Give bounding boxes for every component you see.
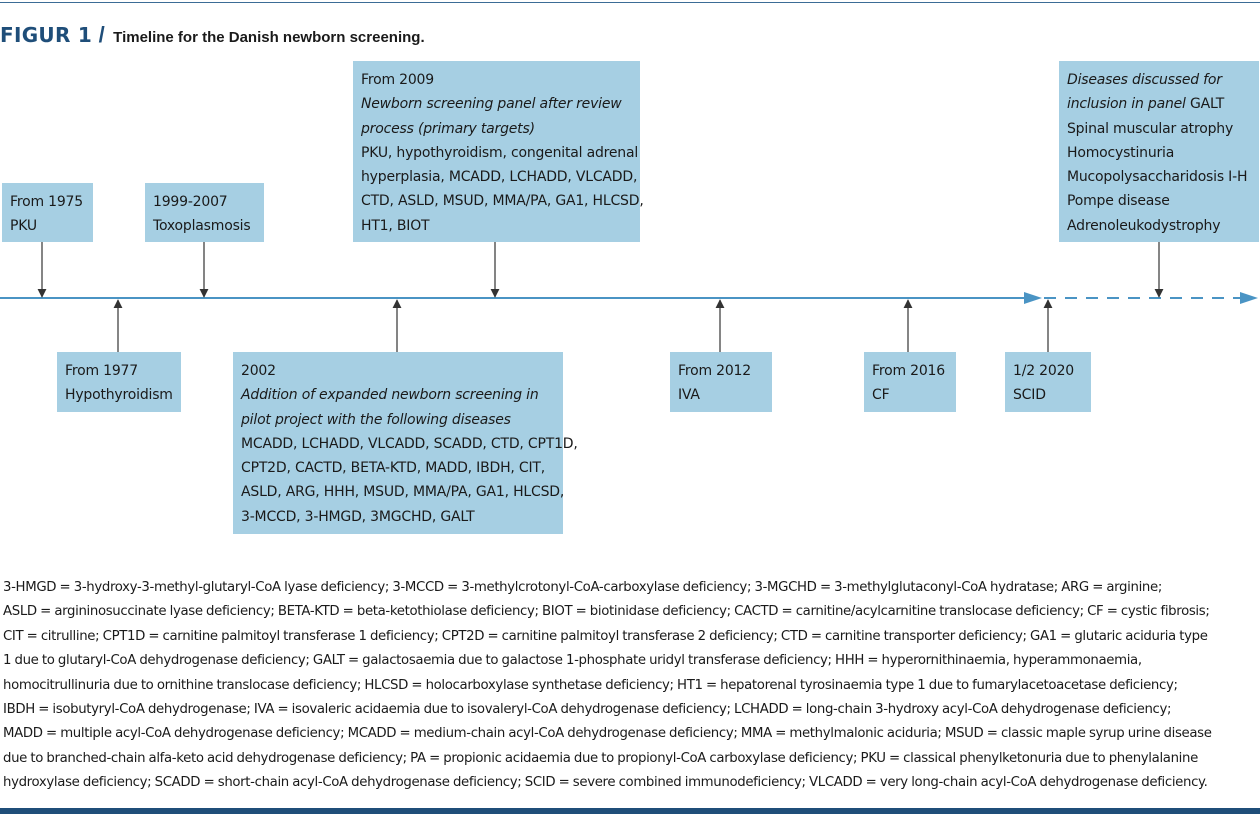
event-box-2012: From 2012 IVA bbox=[670, 352, 772, 412]
event-description: Addition of expanded newborn screening i… bbox=[241, 387, 539, 404]
abbreviations-line: ASLD = argininosuccinate lyase deficienc… bbox=[3, 604, 1210, 620]
event-disease-list: PKU, hypothyroidism, congenital adrenal bbox=[361, 144, 639, 161]
event-box-2016: From 2016 CF bbox=[864, 352, 956, 412]
event-year: From 2016 bbox=[872, 363, 945, 379]
event-disease: SCID bbox=[1013, 387, 1046, 404]
event-box-1977: From 1977 Hypothyroidism bbox=[57, 352, 181, 412]
event-year: From 2012 bbox=[678, 363, 751, 379]
bottom-rule bbox=[0, 808, 1260, 814]
event-year: 1/2 2020 bbox=[1013, 363, 1075, 379]
event-disease: IVA bbox=[678, 387, 700, 404]
event-box-future: Diseases discussed for inclusion in pane… bbox=[1059, 61, 1259, 242]
event-disease-list: HT1, BIOT bbox=[361, 217, 430, 234]
event-disease: Adrenoleukodystrophy bbox=[1067, 217, 1221, 234]
abbreviations-line: 3-HMGD = 3-hydroxy-3-methyl-glutaryl-CoA… bbox=[3, 580, 1162, 595]
abbreviations-line: hydroxylase deficiency; SCADD = short-ch… bbox=[3, 775, 1208, 791]
event-box-2009: From 2009 Newborn screening panel after … bbox=[353, 61, 644, 242]
event-year: From 1977 bbox=[65, 363, 138, 379]
event-disease-list: CPT2D, CACTD, BETA-KTD, MADD, IBDH, CIT, bbox=[241, 460, 545, 477]
event-description: Diseases discussed for bbox=[1067, 72, 1222, 88]
event-disease: Spinal muscular atrophy bbox=[1067, 120, 1234, 137]
event-disease: GALT bbox=[1190, 96, 1225, 113]
event-disease-list: ASLD, ARG, HHH, MSUD, MMA/PA, GA1, HLCSD… bbox=[241, 484, 565, 501]
abbreviations-line: 1 due to glutaryl-CoA dehydrogenase defi… bbox=[3, 653, 1142, 669]
event-disease-list: MCADD, LCHADD, VLCADD, SCADD, CTD, CPT1D… bbox=[241, 435, 578, 452]
event-description: pilot project with the following disease… bbox=[241, 411, 511, 428]
event-box-1999: 1999-2007 Toxoplasmosis bbox=[145, 183, 264, 242]
event-disease: Homocystinuria bbox=[1067, 144, 1175, 161]
event-disease-list: hyperplasia, MCADD, LCHADD, VLCADD, bbox=[361, 169, 638, 186]
timeline-arrowhead-dashed bbox=[1240, 292, 1258, 304]
abbreviations-line: MADD = multiple acyl-CoA dehydrogenase d… bbox=[3, 726, 1212, 742]
event-disease: Mucopolysaccharidosis I-H bbox=[1067, 169, 1248, 186]
event-disease-list: CTD, ASLD, MSUD, MMA/PA, GA1, HLCSD, bbox=[361, 193, 644, 210]
event-box-2002: 2002 Addition of expanded newborn screen… bbox=[233, 352, 578, 534]
event-description-italic: inclusion in panel bbox=[1067, 96, 1186, 113]
figure-title: Timeline for the Danish newborn screenin… bbox=[113, 29, 425, 46]
event-disease: Hypothyroidism bbox=[65, 387, 173, 404]
abbreviations-line: homocitrullinuria due to ornithine trans… bbox=[3, 677, 1178, 693]
event-disease: Toxoplasmosis bbox=[153, 218, 251, 235]
event-disease: Pompe disease bbox=[1067, 193, 1170, 210]
event-description-mixed: inclusion in panel GALT bbox=[1067, 92, 1251, 116]
event-box-2020: 1/2 2020 SCID bbox=[1005, 352, 1091, 412]
abbreviations-legend: 3-HMGD = 3-hydroxy-3-methyl-glutaryl-CoA… bbox=[3, 576, 1260, 796]
event-box-1975: From 1975 PKU bbox=[2, 183, 93, 242]
event-disease-list: 3-MCCD, 3-HMGD, 3MGCHD, GALT bbox=[241, 508, 475, 525]
event-year: 1999-2007 bbox=[153, 194, 228, 210]
abbreviations-line: CIT = citrulline; CPT1D = carnitine palm… bbox=[3, 628, 1208, 644]
event-year: 2002 bbox=[241, 363, 276, 379]
timeline-arrowhead-solid bbox=[1024, 292, 1042, 304]
event-disease: CF bbox=[872, 387, 890, 404]
event-year: From 2009 bbox=[361, 72, 434, 88]
top-rule bbox=[0, 2, 1260, 3]
event-description: Newborn screening panel after review bbox=[361, 96, 622, 113]
abbreviations-line: IBDH = isobutyryl-CoA dehydrogenase; IVA… bbox=[3, 702, 1172, 718]
abbreviations-line: due to branched-chain alfa-keto acid deh… bbox=[3, 750, 1198, 766]
event-description: process (primary targets) bbox=[361, 120, 535, 137]
event-year: From 1975 bbox=[10, 194, 83, 210]
event-disease: PKU bbox=[10, 218, 37, 235]
figure-label: FIGUR 1 bbox=[0, 23, 93, 47]
timeline-diagram bbox=[0, 242, 1258, 352]
figure-slash: / bbox=[98, 22, 105, 47]
figure-heading: FIGUR 1 / Timeline for the Danish newbor… bbox=[0, 22, 425, 48]
